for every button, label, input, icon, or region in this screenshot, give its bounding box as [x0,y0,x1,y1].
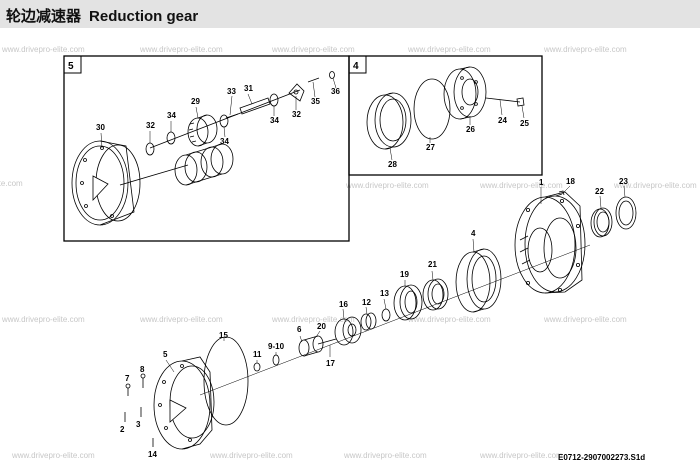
callout-30: 30 [96,123,105,132]
callout-3: 3 [136,420,141,429]
watermark-text: www.drivepro-elite.com [139,315,223,324]
callout-31: 31 [244,84,253,93]
callout-36: 36 [331,87,340,96]
callout-34: 34 [270,116,279,125]
title-bar: 轮边减速器 Reduction gear [0,0,700,28]
callout-25: 25 [520,119,529,128]
callout-labels: 30 32 34 29 34 33 31 34 32 35 36 28 27 2… [96,84,628,459]
callout-2: 2 [120,425,125,434]
callout-4: 4 [471,229,476,238]
callout-23: 23 [619,177,628,186]
callout-22: 22 [595,187,604,196]
callout-7: 7 [125,374,130,383]
callout-9-10: 9-10 [268,342,285,351]
callout-29: 29 [191,97,200,106]
callout-14: 14 [148,450,157,459]
callout-26: 26 [466,125,475,134]
callout-32: 32 [146,121,155,130]
detail-box-4 [348,55,543,176]
callout-11: 11 [253,350,262,359]
callout-20: 20 [317,322,326,331]
callout-33: 33 [227,87,236,96]
watermark-text: www.drivepro-elite.com [271,45,355,54]
watermark-text: www.drivepro-elite.com [139,45,223,54]
callout-21: 21 [428,260,437,269]
callout-13: 13 [380,289,389,298]
callout-27: 27 [426,143,435,152]
callout-32: 32 [292,110,301,119]
watermark-text: www.drivepro-elite.com [407,45,491,54]
callout-6: 6 [297,325,302,334]
callout-18: 18 [566,177,575,186]
watermark-text: www.drivepro-elite.com [543,45,627,54]
page-title: 轮边减速器 Reduction gear [6,5,206,26]
watermark-text: www.drivepro-elite.com [1,45,85,54]
carrier-parts [71,71,335,226]
watermark-text: www.drivepro-elite.com [613,181,697,190]
leader-lines [100,77,626,373]
drawing-code: E0712-2907002273.S1d [558,453,645,462]
main-assembly-parts [124,190,637,450]
watermark-text: www.drivepro-elite.com [479,181,563,190]
watermark-text: www.drivepro-elite.com [11,451,95,460]
callout-8: 8 [140,365,145,374]
box-4-label: 4 [353,61,359,72]
ring-gear-parts [366,66,525,150]
callout-28: 28 [388,160,397,169]
callout-5: 5 [163,350,168,359]
watermark-text: www.drivepro-elite.com [343,451,427,460]
watermark-text: www.drivepro-elite.com [407,315,491,324]
callout-17: 17 [326,359,335,368]
watermark-text: www.drivepro-elite.com [1,315,85,324]
watermark-text: www.drivepro-elite.com [543,315,627,324]
watermark-text: www.drivepro-elite.com [271,315,355,324]
watermark-text: www.drivepro-elite.com [0,179,23,188]
callout-34: 34 [167,111,176,120]
watermark-layer: www.drivepro-elite.com www.drivepro-elit… [0,45,697,460]
watermark-text: www.drivepro-elite.com [345,181,429,190]
callout-34: 34 [220,137,229,146]
callout-15: 15 [219,331,228,340]
callout-1: 1 [539,178,544,187]
callout-24: 24 [498,116,507,125]
callout-19: 19 [400,270,409,279]
callout-16: 16 [339,300,348,309]
callout-35: 35 [311,97,320,106]
watermark-text: www.drivepro-elite.com [209,451,293,460]
box-5-label: 5 [68,61,74,72]
callout-12: 12 [362,298,371,307]
title-chinese: 轮边减速器 [6,8,82,25]
title-english: Reduction gear [89,8,199,25]
watermark-text: www.drivepro-elite.com [479,451,563,460]
